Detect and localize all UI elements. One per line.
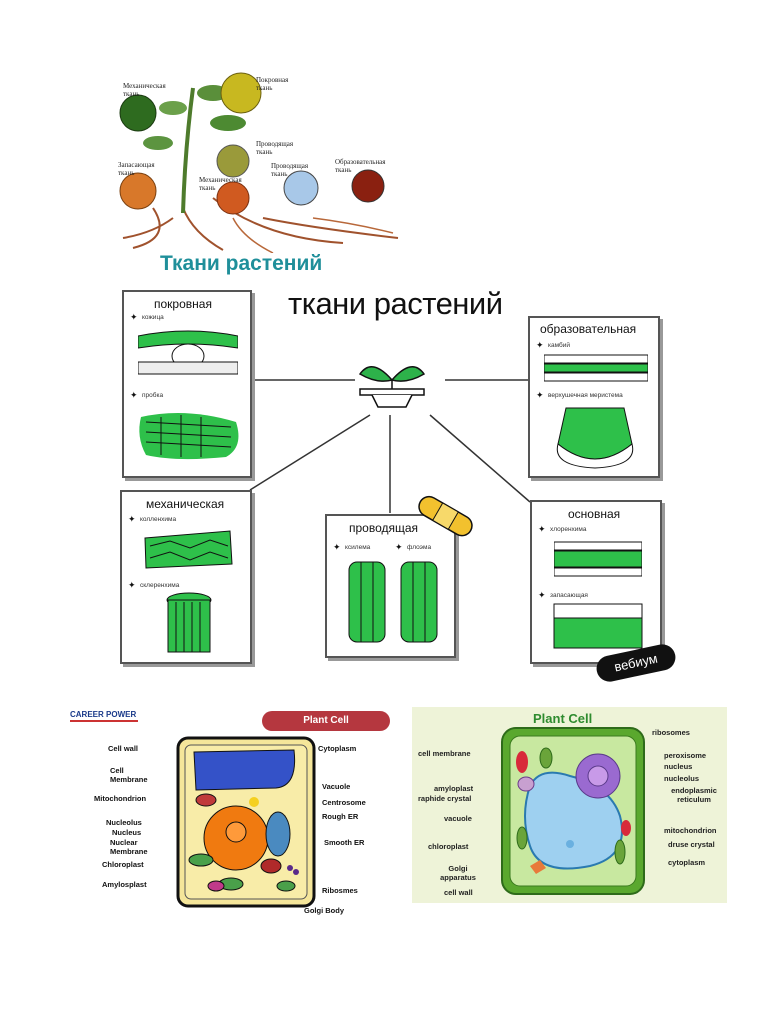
label-formative: Образовательная ткань — [335, 158, 386, 174]
label-conductive-2: Проводящая ткань — [271, 162, 309, 178]
plant-pot-icon — [358, 366, 426, 408]
label-mitochondrion: Mitochondrion — [94, 794, 147, 803]
card-basic-title: основная — [568, 507, 621, 521]
label-cover: Покровная ткань — [256, 76, 289, 92]
star-icon: ✦ — [538, 524, 546, 534]
cork-illustration — [139, 413, 239, 460]
label-golgi-body: Golgi Body — [304, 906, 344, 915]
label-smooth-er: Smooth ER — [324, 838, 365, 847]
label-mitochondrion-2: mitochondrion — [664, 826, 717, 835]
card-cover-item-1: кожица — [142, 314, 164, 321]
card-mechanical-item-2: склеренхима — [140, 582, 180, 589]
star-icon: ✦ — [130, 312, 138, 322]
label-amylosplast: Amylosplast — [102, 880, 147, 889]
card-formative-tissue: образовательная ✦ камбий ✦ верхушечная м… — [528, 316, 660, 478]
card-mechanical-tissue: механическая ✦ колленхима ✦ склеренхима — [120, 490, 252, 664]
label-chloroplast: Chloroplast — [102, 860, 144, 869]
card-cover-tissue: покровная ✦ кожица ✦ пробка — [122, 290, 252, 478]
panel1-title: Ткани растений — [160, 252, 323, 275]
label-nucleolus: Nucleolus — [106, 818, 142, 827]
label-cell-wall-2: cell wall — [444, 888, 473, 897]
star-icon: ✦ — [128, 514, 136, 524]
plant-cell-diagram-2 — [501, 727, 645, 895]
label-ribosmes: Ribosmes — [322, 886, 358, 895]
card-formative-item-1: камбий — [548, 342, 570, 349]
card-cover-title: покровная — [154, 297, 212, 311]
card-conductive-tissue: проводящая ✦ ксилема ✦ флоэма — [325, 514, 456, 658]
career-power-logo: CAREER POWER — [70, 710, 137, 719]
label-cytoplasm: Cytoplasm — [318, 744, 357, 753]
connector-lines — [249, 379, 531, 513]
label-mechanical-top: Механическая ткань — [123, 82, 166, 98]
star-icon: ✦ — [536, 340, 544, 350]
card-basic-tissue: основная ✦ хлоренхима ✦ запасающая — [530, 500, 662, 664]
label-storage: Запасающая ткань — [118, 161, 155, 177]
label-cytoplasm-2: cytoplasm — [668, 858, 706, 867]
star-icon: ✦ — [128, 580, 136, 590]
star-icon: ✦ — [333, 542, 341, 552]
card-conductive-item-1: ксилема — [345, 544, 371, 551]
bandage-icon — [418, 495, 473, 537]
label-ribosomes: ribosomes — [652, 728, 690, 737]
label-cell-membrane-2: cell membrane — [418, 749, 471, 758]
label-vacuole-2: vacuole — [444, 814, 472, 823]
apical-meristem-illustration — [556, 407, 634, 469]
label-druse-crystal: druse crystal — [668, 840, 715, 849]
epidermis-illustration — [138, 330, 238, 375]
storage-tissue-illustration — [553, 603, 643, 649]
star-icon: ✦ — [538, 590, 546, 600]
xylem-phloem-illustration — [348, 561, 438, 643]
label-vacuole: Vacuole — [322, 782, 351, 791]
label-raphide-crystal: raphide crystal — [418, 794, 472, 803]
card-cover-item-2: пробка — [142, 392, 164, 399]
panel4-title: Plant Cell — [533, 711, 593, 726]
label-endoplasmic-reticulum: endoplasmic reticulum — [671, 786, 717, 804]
card-basic-item-2: запасающая — [550, 592, 588, 599]
card-mechanical-item-1: колленхима — [140, 516, 177, 523]
plant-cell-diagram-1 — [176, 736, 316, 908]
cambium-illustration — [544, 354, 648, 382]
label-cell-wall: Cell wall — [108, 744, 139, 753]
chlorenchyma-illustration — [554, 541, 642, 577]
label-centrosome: Centrosome — [322, 798, 366, 807]
logo-underline — [70, 720, 138, 722]
label-nucleolus-2: nucleolus — [664, 774, 700, 783]
panel2-title: ткани растений — [288, 286, 503, 321]
star-icon: ✦ — [395, 542, 403, 552]
star-icon: ✦ — [536, 390, 544, 400]
label-nucleus-2: nucleus — [664, 762, 693, 771]
card-basic-item-1: хлоренхима — [550, 526, 587, 533]
panel-plant-tissues-illustration: Механическая ткань Покровная ткань Запас… — [113, 68, 399, 254]
panel3-title: Plant Cell — [262, 711, 390, 731]
label-golgi-apparatus: Golgi apparatus — [440, 864, 476, 882]
card-conductive-title: проводящая — [349, 521, 419, 535]
card-formative-item-2: верхушечная меристема — [548, 392, 623, 399]
label-conductive-1: Проводящая ткань — [256, 140, 294, 156]
sclerenchyma-illustration — [166, 592, 212, 653]
label-nucleus: Nucleus — [112, 828, 142, 837]
plant-illustration — [119, 72, 399, 254]
label-nuclear-membrane: Nuclear Membrane — [110, 838, 148, 856]
collenchyma-illustration — [144, 530, 233, 569]
card-mechanical-title: механическая — [146, 497, 225, 511]
label-rough-er: Rough ER — [322, 812, 359, 821]
star-icon: ✦ — [130, 390, 138, 400]
label-amyloplast: amyloplast — [434, 784, 474, 793]
card-conductive-item-2: флоэма — [407, 544, 432, 551]
card-formative-title: образовательная — [540, 322, 637, 336]
label-chloroplast-2: chloroplast — [428, 842, 469, 851]
label-cell-membrane: Cell Membrane — [110, 766, 148, 784]
label-mechanical-mid: Механическая ткань — [199, 176, 242, 192]
label-peroxisome: peroxisome — [664, 751, 707, 760]
